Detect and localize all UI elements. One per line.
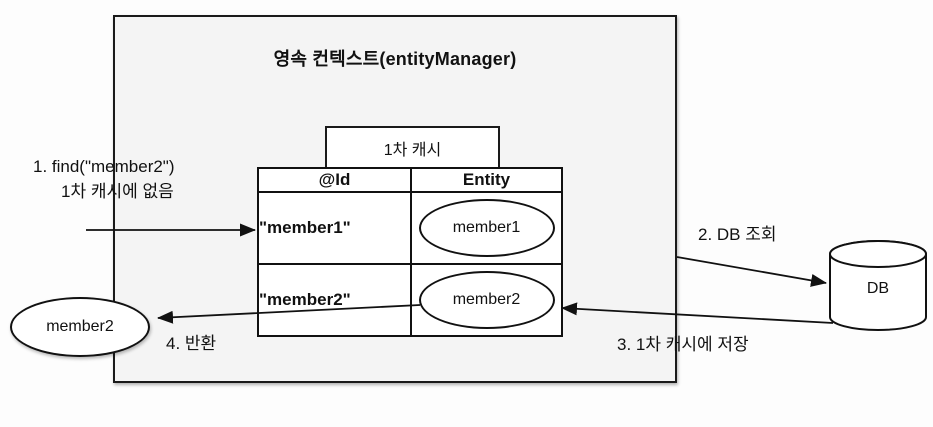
row2-entity-oval: member2 [418, 271, 555, 329]
returned-entity-oval: member2 [10, 297, 150, 357]
first-level-cache-box: 1차 캐시 [325, 126, 500, 169]
table-row: "member1" member1 [257, 191, 563, 265]
cache-table-header-id: @Id [257, 167, 412, 193]
cache-table-header-entity: Entity [410, 167, 563, 193]
table-row: "member2" member2 [257, 263, 563, 337]
step1-label-line2: 1차 캐시에 없음 [61, 182, 174, 201]
row1-entity-label: member1 [452, 219, 521, 236]
cache-table: @Id Entity "member1" member1 "member2" m… [257, 167, 563, 337]
persistence-context-title: 영속 컨텍스트(entityManager) [273, 49, 517, 69]
step2-arrow [676, 256, 827, 287]
row2-entity-label: member2 [452, 291, 521, 308]
returned-entity-label: member2 [46, 318, 114, 335]
step2-label: 2. DB 조회 [698, 225, 777, 244]
row1-entity-oval: member1 [418, 199, 555, 257]
row1-entity-cell: member1 [410, 191, 563, 265]
db-label: DB [866, 280, 890, 297]
row1-id-cell: "member1" [257, 191, 412, 265]
row2-entity-cell: member2 [410, 263, 563, 337]
step1-label-line1: 1. find("member2") [33, 157, 175, 176]
step4-label: 4. 반환 [166, 334, 217, 353]
first-level-cache-label: 1차 캐시 [383, 141, 442, 159]
row2-id-cell: "member2" [257, 263, 412, 337]
step3-label: 3. 1차 캐시에 저장 [617, 335, 749, 354]
cache-table-header-row: @Id Entity [257, 167, 563, 193]
step1-label: 1. find("member2") 1차 캐시에 없음 [33, 154, 175, 204]
